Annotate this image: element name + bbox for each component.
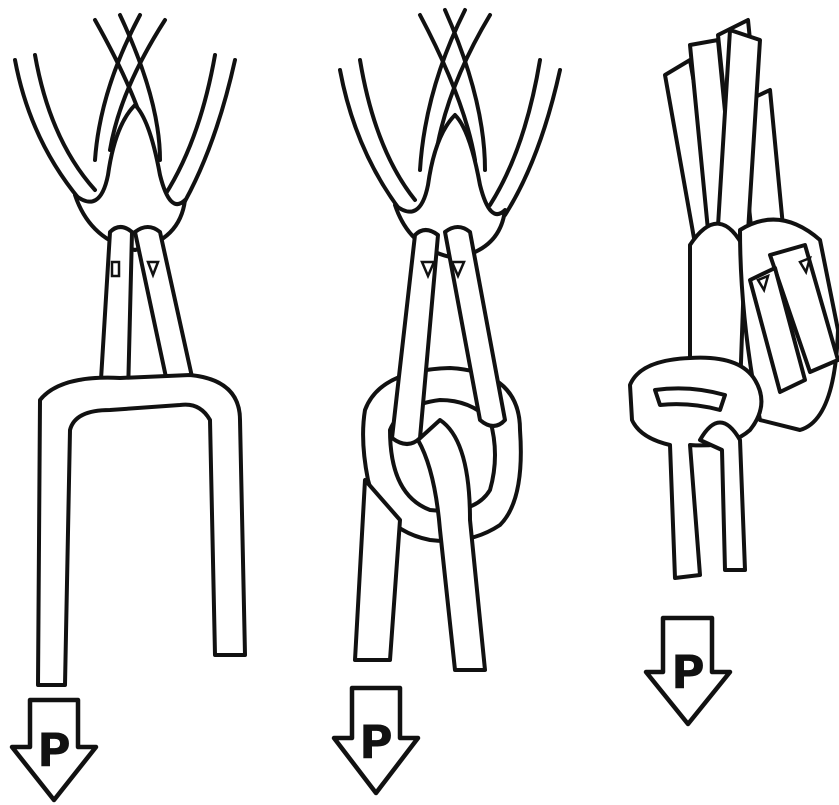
panel-1: P	[12, 15, 245, 800]
load-label-1: P	[37, 723, 71, 777]
sling-1	[15, 15, 235, 250]
load-label-2: P	[359, 715, 393, 769]
load-arrow-3: P	[646, 618, 730, 724]
load-arrow-2: P	[334, 688, 418, 793]
rope-3	[630, 358, 761, 578]
panel-2: P	[334, 10, 560, 793]
panel-3: P	[630, 20, 838, 724]
load-arrow-1: P	[12, 700, 96, 800]
carabiner-pair-2	[392, 227, 505, 444]
sling-2	[340, 10, 560, 258]
load-label-3: P	[671, 645, 705, 699]
rope-1	[38, 375, 245, 685]
